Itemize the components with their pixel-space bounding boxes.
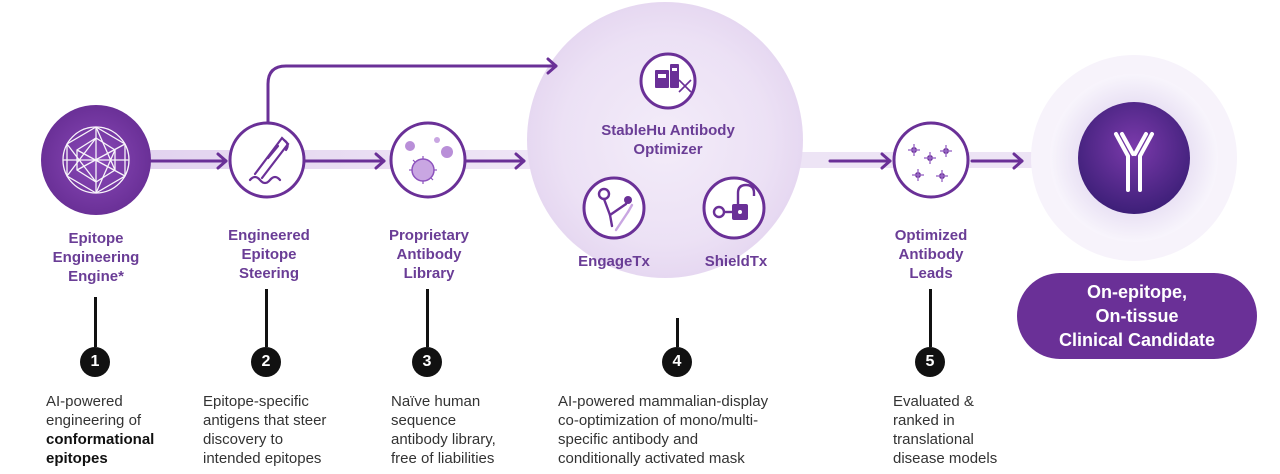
step-2-description-line: discovery to	[203, 431, 284, 448]
step-1-description-line: engineering of	[46, 412, 142, 429]
antibody-cluster-icon	[892, 121, 970, 199]
step-3-description-line: Naïve human	[391, 393, 481, 410]
step-1-label-line: Epitope	[68, 230, 124, 247]
step-3-description-line: free of liabilities	[391, 450, 495, 467]
step-5-description-line: translational	[893, 431, 974, 448]
step-3-description: Naïve human sequence antibody library, f…	[391, 392, 541, 468]
step-3-label: Proprietary Antibody Library	[366, 226, 492, 283]
arrowhead-5-final	[1012, 152, 1024, 170]
arrowhead-4-5	[880, 152, 892, 170]
step-5-description: Evaluated & ranked in translational dise…	[893, 392, 1033, 468]
step-1-label: Epitope Engineering Engine*	[36, 229, 156, 286]
step-5-badge: 5	[915, 347, 945, 377]
clinical-candidate-line: On-tissue	[1095, 306, 1179, 326]
step-4-connector	[676, 318, 679, 347]
bypass-arrowhead	[546, 57, 558, 75]
step-4-description-line: conditionally activated mask	[558, 450, 745, 467]
optimizer-label-line: StableHu Antibody	[601, 122, 735, 139]
step-5-label-line: Antibody	[898, 246, 964, 263]
step-1-description: AI-powered engineering of conformational…	[46, 392, 196, 468]
step-1-badge: 1	[80, 347, 110, 377]
step-4-badge: 4	[662, 347, 692, 377]
step-5-description-line: Evaluated &	[893, 393, 974, 410]
step-3-label-line: Proprietary	[388, 227, 470, 244]
clinical-candidate-line: Clinical Candidate	[1058, 330, 1216, 350]
step-4-description-line: co-optimization of mono/multi-	[558, 412, 759, 429]
phage-particles-icon	[389, 121, 467, 199]
step-1-description-bold-line: epitopes	[46, 450, 108, 467]
step-2-description-line: antigens that steer	[203, 412, 327, 429]
step-1-label-line: Engine*	[68, 268, 124, 285]
engagetx-label: EngageTx	[578, 253, 650, 270]
lab-instrument-dna-icon	[639, 52, 697, 110]
step-2-connector	[265, 289, 268, 347]
step-5-label-line: Leads	[909, 265, 953, 282]
step-5-description-line: ranked in	[893, 412, 955, 429]
arrowhead-2-3	[374, 152, 386, 170]
step-1-description-bold-line: conformational	[46, 431, 155, 448]
step-4-description-line: specific antibody and	[558, 431, 699, 448]
step-3-description-line: antibody library,	[391, 431, 496, 448]
step-3-label-line: Library	[403, 265, 455, 282]
step-2-label-line: Engineered	[228, 227, 310, 244]
clinical-candidate-pill: On-epitope, On-tissue Clinical Candidate	[1017, 273, 1257, 359]
bispecific-antibody-icon	[582, 176, 646, 240]
step-5-label-line: Optimized	[894, 227, 968, 244]
step-2-label-line: Epitope	[241, 246, 297, 263]
step-1-label-line: Engineering	[52, 249, 140, 266]
geodesic-sphere-icon	[41, 105, 151, 215]
step-3-label-line: Antibody	[396, 246, 462, 263]
step-3-badge: 3	[412, 347, 442, 377]
step-5-description-line: disease models	[893, 450, 998, 467]
protein-strand-icon	[228, 121, 306, 199]
step-5-connector	[929, 289, 932, 347]
padlock-key-icon	[702, 176, 766, 240]
step-4-description-line: AI-powered mammalian-display	[558, 393, 769, 410]
antibody-icon	[1078, 102, 1190, 214]
step-2-description-line: Epitope-specific	[203, 393, 309, 410]
step-2-label-line: Steering	[238, 265, 299, 282]
step-2-description: Epitope-specific antigens that steer dis…	[203, 392, 363, 468]
step-2-label: Engineered Epitope Steering	[206, 226, 332, 283]
arrowhead-3-4	[514, 152, 526, 170]
optimizer-label: StableHu Antibody Optimizer	[588, 121, 748, 159]
clinical-candidate-line: On-epitope,	[1087, 282, 1187, 302]
arrowhead-1-2	[216, 152, 228, 170]
step-4-description: AI-powered mammalian-display co-optimiza…	[558, 392, 828, 468]
step-3-connector	[426, 289, 429, 347]
shieldtx-label: ShieldTx	[704, 253, 768, 270]
step-2-badge: 2	[251, 347, 281, 377]
step-1-description-line: AI-powered	[46, 393, 123, 410]
bypass-arrow	[266, 64, 558, 124]
step-1-connector	[94, 297, 97, 347]
optimizer-label-line: Optimizer	[633, 141, 703, 158]
step-3-description-line: sequence	[391, 412, 457, 429]
step-2-description-line: intended epitopes	[203, 450, 322, 467]
step-5-label: Optimized Antibody Leads	[868, 226, 994, 283]
